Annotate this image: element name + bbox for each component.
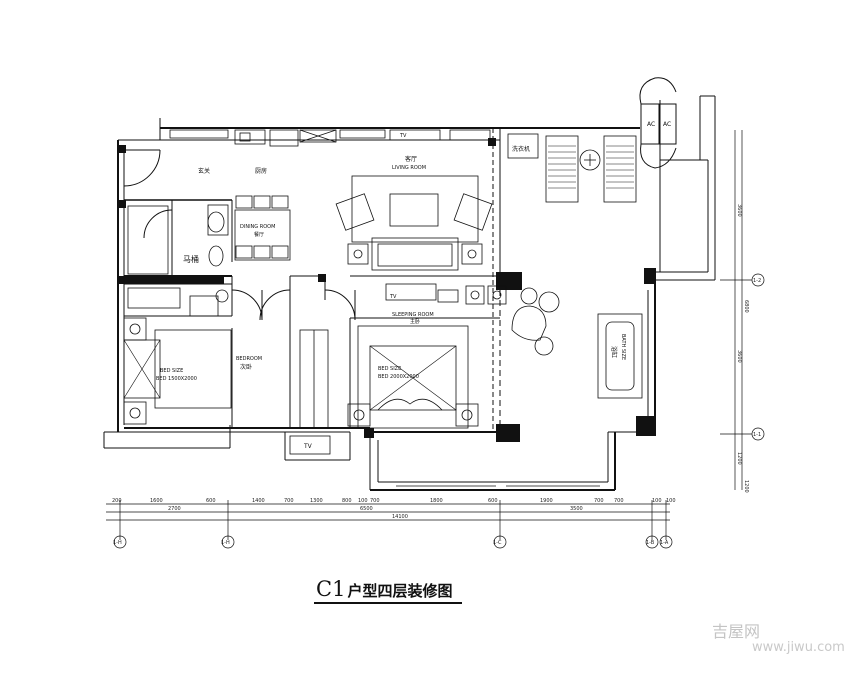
ac-label-2: AC [663, 121, 671, 128]
kitchen-label: 厨房 [255, 167, 267, 175]
toilet-label: 马桶 [183, 254, 199, 264]
axis-label-2: 1-C [493, 540, 502, 546]
living-en-label: LIVING ROOM [392, 165, 426, 171]
axis-label-0: 1-H [113, 540, 122, 546]
ac-label-1: AC [647, 121, 655, 128]
dim-top-12: 700 [594, 498, 604, 504]
dim-top-15: 100 [666, 498, 676, 504]
dim-right-0: 3600 [736, 204, 742, 217]
dim-top-1: 1600 [150, 498, 163, 504]
dim-right-1: 6800 [743, 300, 749, 313]
dim-top-13: 700 [614, 498, 624, 504]
dim-right-4: 1200 [743, 480, 749, 493]
bath-size-label: BATH SIZE [620, 334, 626, 360]
bedroom-cn-label: 次卧 [240, 363, 252, 371]
dim-top-5: 1300 [310, 498, 323, 504]
foyer-label: 玄关 [198, 167, 210, 175]
bedroom-en-label: BEDROOM [236, 356, 262, 362]
axis-label-1: 1-H [221, 540, 230, 546]
dim-top-7: 100 [358, 498, 368, 504]
axis-right-1: 1-1 [753, 432, 761, 438]
title-underline [314, 602, 462, 604]
dim-mid-1: 6500 [360, 506, 373, 512]
dim-top-2: 600 [206, 498, 216, 504]
second-bed-line2: BED 1500X2000 [156, 376, 197, 382]
dining-en-label: DINING ROOM [240, 224, 275, 230]
second-bed-line1: BED SIZE [160, 368, 183, 374]
dim-mid-2: 3500 [570, 506, 583, 512]
master-bed-line1: BED SIZE [378, 366, 401, 372]
dim-top-0: 200 [112, 498, 122, 504]
master-bed-line2: BED 2000X2000 [378, 374, 419, 380]
dim-top-3: 1400 [252, 498, 265, 504]
watermark-logo: 吉屋网 [712, 622, 761, 641]
dim-top-10: 600 [488, 498, 498, 504]
washer-label: 洗衣机 [512, 145, 530, 153]
dim-top-6: 800 [342, 498, 352, 504]
dim-mid-0: 2700 [168, 506, 181, 512]
dim-top-8: 700 [370, 498, 380, 504]
title-text: 户型四层装修图 [347, 582, 453, 600]
bathtub-label: 浴缸 [610, 346, 618, 358]
sleeping-cn-label: 主卧 [410, 318, 420, 325]
living-cn-label: 客厅 [405, 155, 417, 163]
sleeping-en-label: SLEEPING ROOM [392, 312, 434, 318]
tv-label-2: TV [389, 294, 397, 300]
dim-top-9: 1800 [430, 498, 443, 504]
dim-right-2: 3600 [736, 350, 742, 363]
dim-right-3: 1200 [736, 452, 742, 465]
tv-label-3: TV [303, 443, 313, 450]
dim-top-4: 700 [284, 498, 294, 504]
watermark-url: www.jiwu.com [752, 640, 845, 655]
axis-right-0: 1-2 [753, 278, 761, 284]
dim-top-11: 1900 [540, 498, 553, 504]
dim-total: 14100 [392, 514, 408, 520]
title-code: C1 [316, 577, 346, 601]
tv-label-1: TV [399, 133, 407, 139]
dining-cn-label: 餐厅 [254, 231, 264, 238]
dim-top-14: 100 [652, 498, 662, 504]
axis-label-3: 1-B [646, 540, 655, 546]
axis-label-4: 1-A [660, 540, 669, 546]
